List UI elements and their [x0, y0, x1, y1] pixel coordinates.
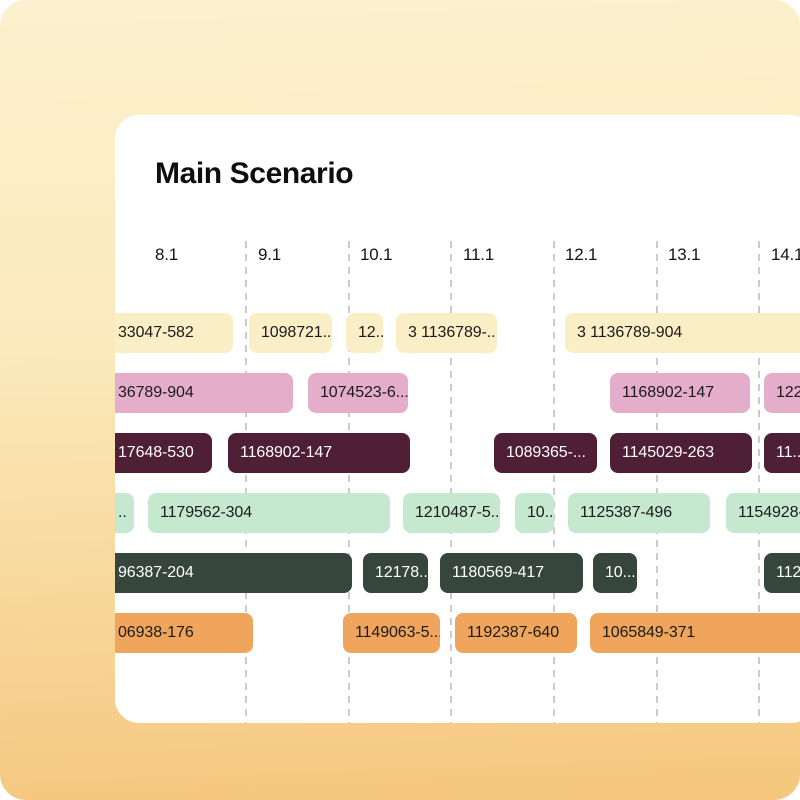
timeline-bar[interactable]: 1074523-6... [308, 373, 408, 413]
timeline-bar[interactable]: .. [115, 493, 134, 533]
timeline-bar[interactable]: 1224... [764, 373, 800, 413]
card-title: Main Scenario [155, 157, 354, 190]
timeline-bar[interactable]: 10... [593, 553, 637, 593]
timeline-bar[interactable]: 1125387-496 [568, 493, 710, 533]
timeline-bar[interactable]: 1168902-147 [610, 373, 750, 413]
timeline-bar[interactable]: 3 1136789-904 [565, 313, 800, 353]
grid-line [758, 241, 760, 723]
timeline-bar[interactable]: 1168902-147 [228, 433, 410, 473]
timeline-bar[interactable]: 1098721... [249, 313, 332, 353]
column-header-10.1: 10.1 [360, 245, 393, 264]
timeline-bar[interactable]: 3 1136789-... [396, 313, 497, 353]
column-header-9.1: 9.1 [258, 245, 282, 264]
timeline-bar[interactable]: 1089365-... [494, 433, 597, 473]
timeline-bar[interactable]: 1128 [764, 553, 800, 593]
column-header-13.1: 13.1 [668, 245, 701, 264]
timeline-bar[interactable]: 36789-904 [115, 373, 293, 413]
column-header-8.1: 8.1 [155, 245, 179, 264]
timeline-bar[interactable]: 1149063-5... [343, 613, 440, 653]
timeline-bar[interactable]: 1179562-304 [148, 493, 390, 533]
timeline-bar[interactable]: 1180569-417 [440, 553, 583, 593]
timeline-bar[interactable]: 1192387-640 [455, 613, 577, 653]
timeline-bar[interactable]: 1145029-263 [610, 433, 752, 473]
grid-line [348, 241, 350, 723]
timeline-bar[interactable]: 11... [764, 433, 800, 473]
grid-line [245, 241, 247, 723]
column-header-14.1: 14.1 [771, 245, 800, 264]
column-header-11.1: 11.1 [463, 245, 495, 264]
timeline-bar[interactable]: 12... [346, 313, 383, 353]
timeline-chart: 8.1 9.1 10.1 11.1 12.1 13.1 14.1 33047-582 10987… [115, 115, 800, 723]
column-header-12.1: 12.1 [565, 245, 598, 264]
timeline-bar[interactable]: 1065849-371 [590, 613, 800, 653]
timeline-bar[interactable]: 06938-176 [115, 613, 253, 653]
timeline-bar[interactable]: 12178... [363, 553, 428, 593]
timeline-bar[interactable]: 17648-530 [115, 433, 212, 473]
grid-line [656, 241, 658, 723]
timeline-bar[interactable]: 1154928-7 [726, 493, 800, 533]
grid-line [553, 241, 555, 723]
timeline-bar[interactable]: 1210487-5... [403, 493, 500, 533]
timeline-bar[interactable]: 10... [515, 493, 554, 533]
timeline-bar[interactable]: 96387-204 [115, 553, 352, 593]
timeline-bar[interactable]: 33047-582 [115, 313, 233, 353]
grid-line [450, 241, 452, 723]
main-scenario-card: Main Scenario 8.1 9.1 10.1 11.1 12.1 13.1 14.1… [115, 115, 800, 723]
